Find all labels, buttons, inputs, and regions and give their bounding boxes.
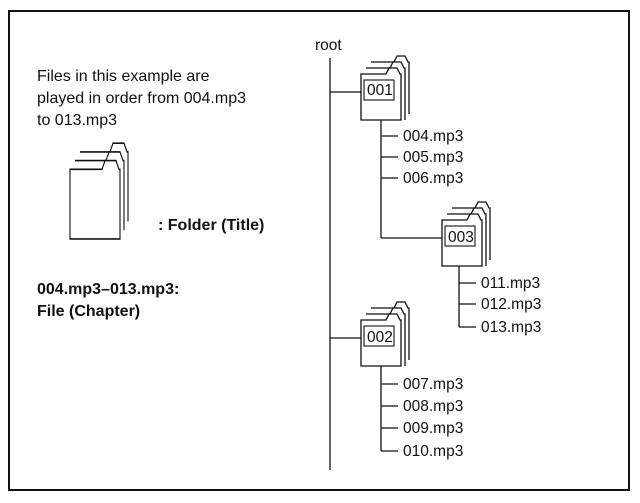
folder-icon-003	[441, 201, 491, 267]
folder-name-003: 003	[448, 229, 474, 246]
diagram-frame	[8, 10, 630, 491]
file-005: 005.mp3	[403, 149, 463, 166]
folder-legend-icon	[69, 142, 129, 240]
intro-line-3: to 013.mp3	[37, 112, 118, 129]
file-007: 007.mp3	[403, 376, 463, 393]
file-legend-label: File (Chapter)	[37, 303, 141, 320]
file-004: 004.mp3	[403, 128, 463, 145]
file-006: 006.mp3	[403, 170, 463, 187]
intro-line-1: Files in this example are	[37, 68, 210, 85]
folder-icon-002	[360, 301, 410, 367]
folder-name-001: 001	[367, 82, 393, 99]
folder-icon-001	[360, 55, 410, 121]
file-008: 008.mp3	[403, 398, 463, 415]
file-range-label: 004.mp3–013.mp3:	[37, 281, 180, 298]
file-011: 011.mp3	[481, 275, 540, 292]
intro-line-2: played in order from 004.mp3	[37, 90, 246, 107]
folder-name-002: 002	[367, 329, 393, 346]
file-012: 012.mp3	[481, 296, 541, 313]
folder-legend-label: : Folder (Title)	[158, 217, 265, 234]
file-013: 013.mp3	[481, 319, 541, 336]
file-009: 009.mp3	[403, 420, 463, 437]
root-label: root	[315, 37, 342, 54]
file-010: 010.mp3	[403, 443, 463, 460]
